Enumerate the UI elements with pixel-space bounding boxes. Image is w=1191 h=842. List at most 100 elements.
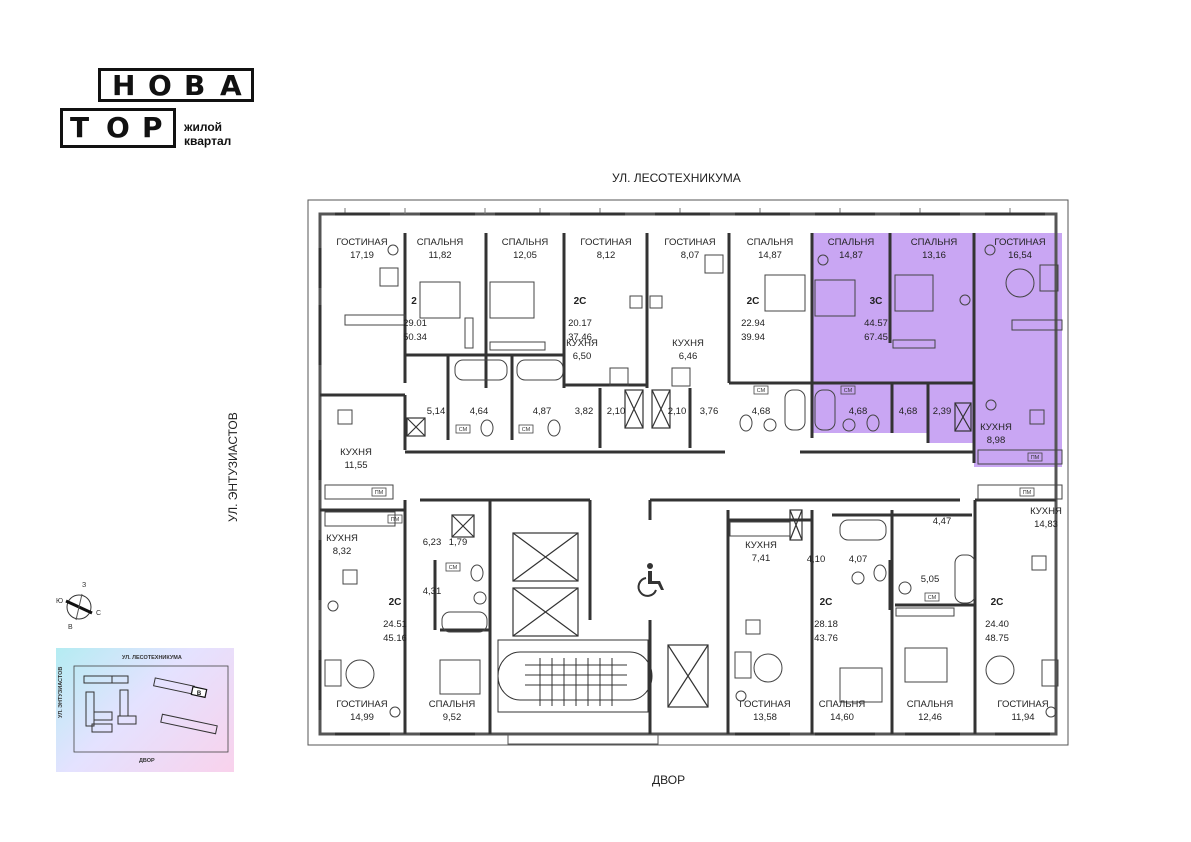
dining-table-icon — [649, 295, 663, 309]
street-north-label: УЛ. ЛЕСОТЕХНИКУМА — [612, 171, 741, 185]
plant-icon — [984, 244, 996, 256]
kitchen-counter-icon — [324, 484, 394, 500]
apartment-living-area: 20.17 — [568, 318, 592, 329]
bed-icon — [489, 281, 535, 319]
apartment-living-area: 22.94 — [741, 318, 765, 329]
dining-table-icon — [342, 569, 358, 585]
apartment-a5: КУХНЯ 8,32 ГОСТИНАЯ 14,99 СПАЛЬНЯ 9,52 2… — [326, 533, 475, 723]
bed-icon — [904, 647, 948, 683]
apartment-a7: КУХНЯ 14,83 СПАЛЬНЯ 12,46 ГОСТИНАЯ 11,94… — [907, 506, 1062, 723]
highlight-bedroom-1 — [812, 233, 890, 383]
room-name: СПАЛЬНЯ — [907, 699, 954, 710]
washer-label: СМ — [928, 595, 937, 601]
room-area: 12,46 — [918, 712, 942, 723]
apartment-total-area: 39.94 — [741, 332, 765, 343]
key-map: В УЛ. ЛЕСОТЕХНИКУМА ДВОР УЛ. ЭНТУЗИАСТОВ — [56, 648, 234, 772]
apartment-total-area: 45.16 — [383, 633, 407, 644]
room-area: 8,98 — [987, 435, 1006, 446]
apartment-type: 2 — [411, 296, 417, 307]
sink-icon — [898, 581, 912, 595]
room-name: ГОСТИНАЯ — [997, 699, 1048, 710]
street-south-label: ДВОР — [652, 773, 686, 787]
key-map-south-label: ДВОР — [139, 758, 155, 764]
kitchen-counter-icon — [977, 484, 1063, 500]
plant-icon — [387, 244, 399, 256]
hall-area: 3,82 — [575, 406, 594, 417]
bathtub-icon — [814, 389, 836, 431]
sink-icon — [842, 418, 856, 432]
table-icon — [345, 659, 375, 689]
bathtub-icon — [784, 389, 806, 431]
room-name: КУХНЯ — [980, 422, 1012, 433]
apartment-total-area: 37.46 — [568, 332, 592, 343]
table-icon — [1005, 268, 1035, 298]
bathtub-icon — [954, 554, 976, 604]
room-area: 13,16 — [922, 250, 946, 261]
room-area: 14,99 — [350, 712, 374, 723]
room-name: СПАЛЬНЯ — [417, 237, 464, 248]
bathroom-area: 4,31 — [423, 586, 442, 597]
room-area: 8,12 — [597, 250, 616, 261]
room-area: 14,87 — [758, 250, 782, 261]
logo-letter: О — [106, 111, 130, 144]
room-area: 11,55 — [344, 460, 367, 471]
highlight-living-kitchen — [974, 233, 1062, 467]
compass-north: С — [96, 610, 102, 617]
room-area: 11,82 — [428, 250, 451, 261]
apartment-type: 2С — [991, 597, 1004, 608]
apartment-type: 2С — [747, 296, 760, 307]
room-name: ГОСТИНАЯ — [336, 237, 387, 248]
dishwasher-label: ПМ — [1023, 490, 1032, 496]
room-name: СПАЛЬНЯ — [747, 237, 794, 248]
armchair-icon — [324, 659, 342, 687]
bed-icon — [814, 279, 856, 317]
key-map-drawing: В — [73, 665, 229, 753]
room-name: КУХНЯ — [745, 540, 777, 551]
armchair-icon — [704, 254, 724, 274]
toilet-icon — [547, 419, 561, 437]
room-area: 17,19 — [350, 250, 374, 261]
bathroom-area: 5,05 — [921, 574, 940, 585]
apartment-a1: ГОСТИНАЯ 17,19 СПАЛЬНЯ 11,82 КУХНЯ 11,55… — [336, 237, 488, 471]
bathroom-area: 4,07 — [849, 554, 868, 565]
apartment-total-area: 48.75 — [985, 633, 1009, 644]
logo-top-box — [98, 68, 254, 102]
apartment-living-area: 44.57 — [864, 318, 888, 329]
room-area: 7,41 — [752, 553, 771, 564]
hall-area: 5,14 — [427, 406, 446, 417]
logo-letter: В — [184, 69, 206, 102]
plant-icon — [389, 706, 401, 718]
highlight-hall — [892, 383, 928, 433]
room-name: СПАЛЬНЯ — [819, 699, 866, 710]
staircase — [497, 639, 653, 713]
compass-east: В — [68, 624, 73, 631]
apartment-a3: ГОСТИНАЯ 8,07 СПАЛЬНЯ 14,87 КУХНЯ 6,46 2… — [664, 237, 793, 417]
apartment-type: 3С — [870, 296, 883, 307]
elevator-core — [406, 389, 972, 708]
logo: Н О В А Т О Р жилой квартал — [60, 68, 260, 152]
room-area: 12,05 — [513, 250, 537, 261]
logo-letter: Н — [112, 69, 136, 102]
armchair-icon — [379, 267, 399, 287]
compass: З В С Ю — [54, 582, 104, 632]
bed-icon — [839, 667, 883, 703]
room-name: КУХНЯ — [566, 338, 598, 349]
room-name: СПАЛЬНЯ — [429, 699, 476, 710]
room-name: СПАЛЬНЯ — [502, 237, 549, 248]
wardrobe-icon — [344, 314, 1063, 617]
toilet-icon — [480, 419, 494, 437]
room-name: СПАЛЬНЯ — [911, 237, 958, 248]
room-area: 8,07 — [681, 250, 700, 261]
room-area: 14,83 — [1034, 519, 1058, 530]
dining-table-icon — [629, 295, 643, 309]
apartment-a2: СПАЛЬНЯ 12,05 ГОСТИНАЯ 8,12 КУХНЯ 6,50 2… — [502, 237, 632, 417]
windows — [318, 212, 1050, 736]
dishwasher-label: ПМ — [375, 490, 384, 496]
apartment-living-area: 24.51 — [383, 619, 407, 630]
logo-letter: Р — [142, 111, 163, 144]
key-map-north-label: УЛ. ЛЕСОТЕХНИКУМА — [122, 655, 182, 661]
room-name: КУХНЯ — [1030, 506, 1062, 517]
interior-walls — [320, 233, 1056, 734]
kitchen-counter-icon — [977, 449, 1063, 465]
apartment-total-area: 67.45 — [864, 332, 888, 343]
